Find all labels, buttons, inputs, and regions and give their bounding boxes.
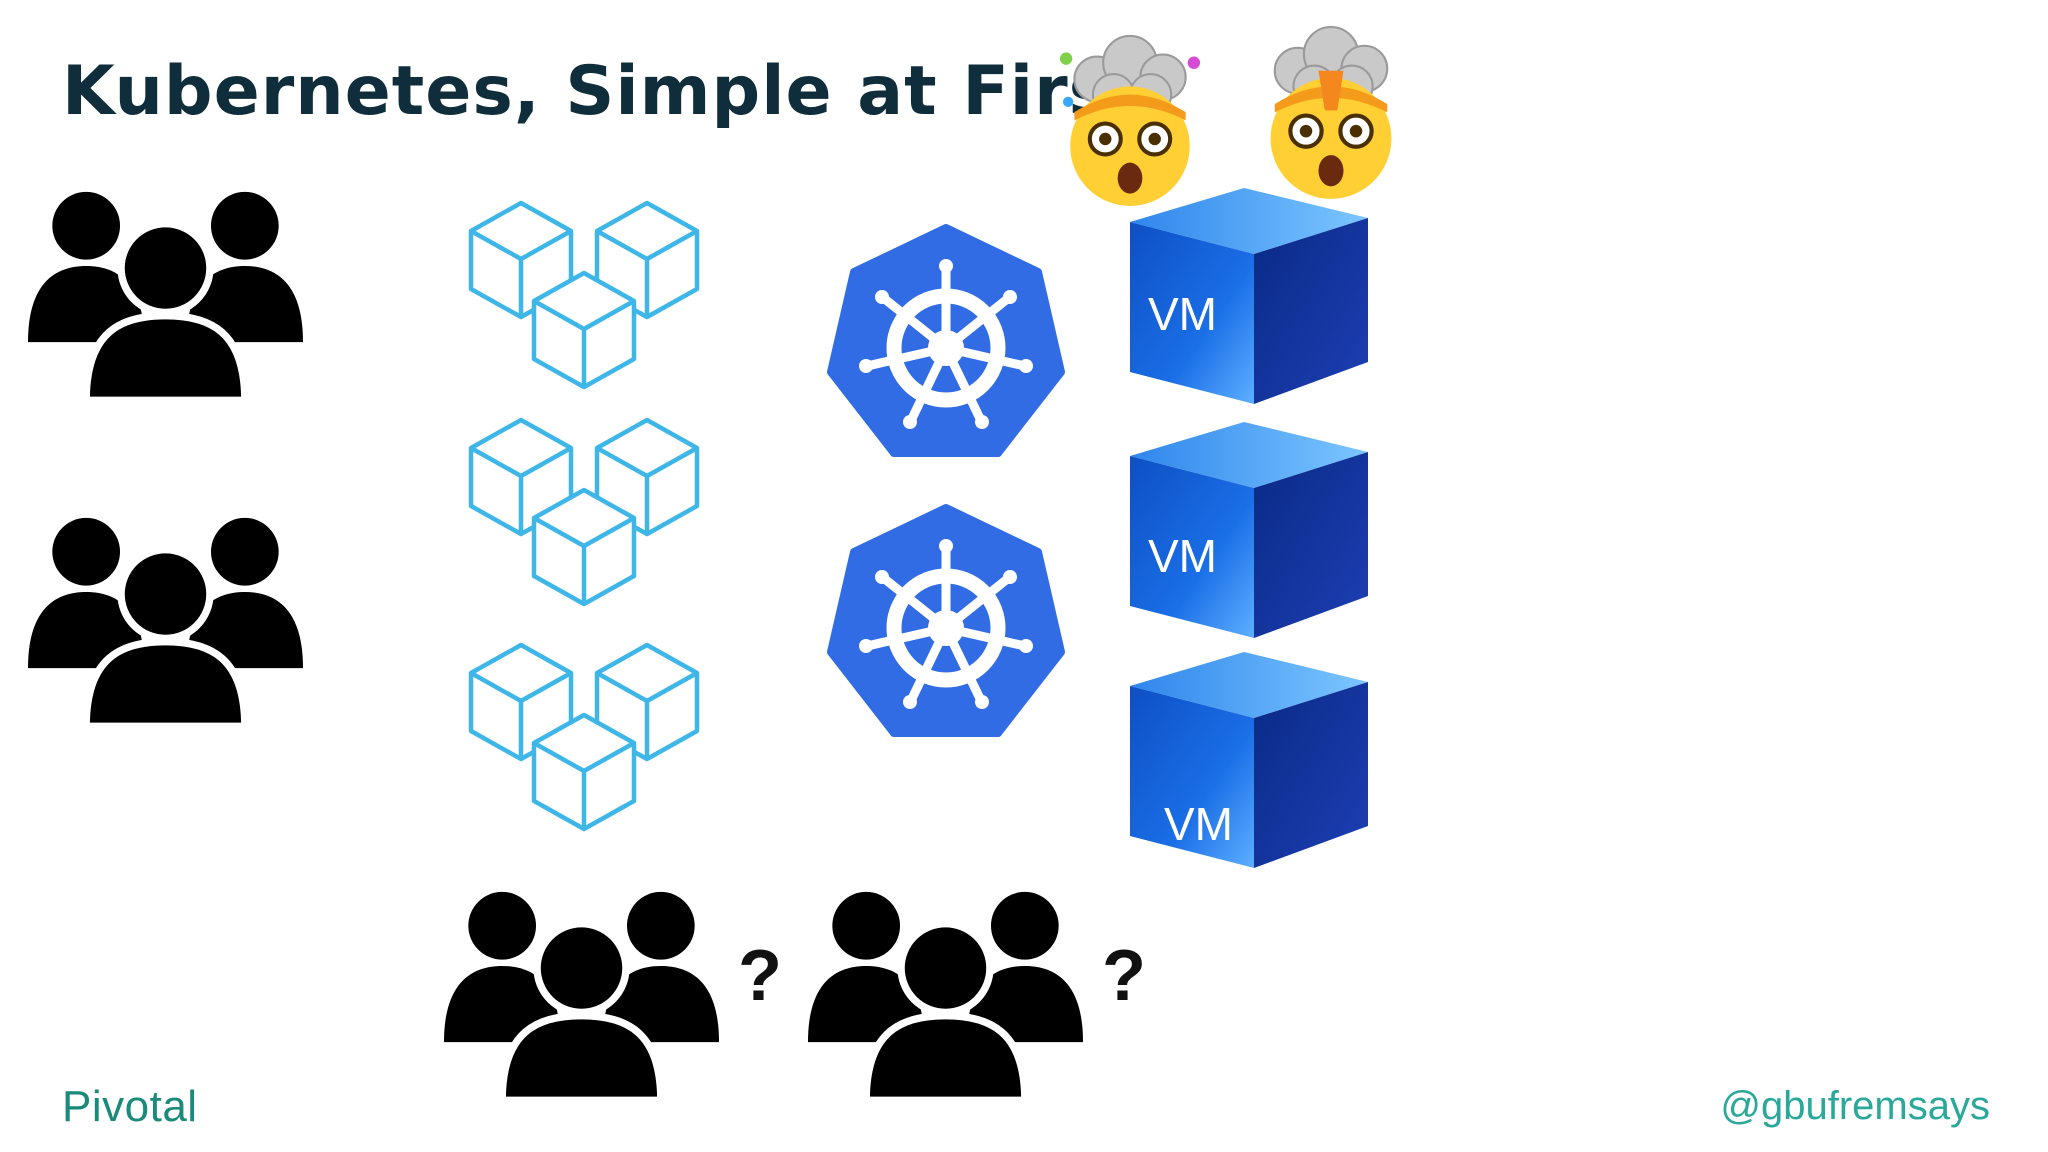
kubernetes-helm-icon [828,228,1064,458]
question-mark: ? [738,936,782,1016]
question-mark: ? [1102,936,1146,1016]
kubernetes-helm-icon [828,508,1064,738]
cube-cluster-icon [466,417,702,607]
exploding-head-icon [1059,38,1201,208]
cube-cluster-icon [466,200,702,390]
team-icon [28,508,303,733]
exploding-head-icon [1256,26,1406,204]
vm-label: VM [1148,288,1217,340]
vm-block: VM [1130,652,1368,868]
team-icon [808,882,1083,1107]
vm-block: VM [1130,422,1368,638]
slide-title: Kubernetes, Simple at First [62,52,1144,131]
brand-logo-text: Pivotal [62,1082,198,1131]
vm-label: VM [1164,798,1233,850]
vm-label: VM [1148,530,1217,582]
team-icon [28,182,303,407]
twitter-handle: @gbufremsays [1720,1084,1990,1128]
vm-block: VM [1130,188,1368,404]
team-icon [444,882,719,1107]
cube-cluster-icon [466,642,702,832]
